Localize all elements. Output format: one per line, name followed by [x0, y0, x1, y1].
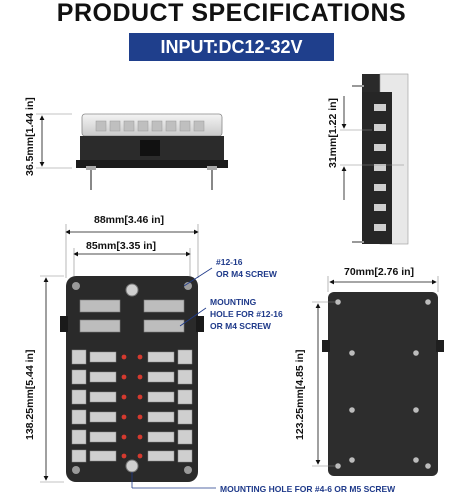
end-height-label: 31mm[1.22 in]: [327, 97, 339, 168]
overall-width-label: 88mm[3.46 in]: [94, 214, 165, 226]
bracket-width-label: 70mm[2.76 in]: [344, 266, 415, 278]
mounting-hole-note: MOUNTING HOLE FOR #12-16 OR M4 SCREW: [210, 296, 283, 332]
mounting-hole-note-line3: OR M4 SCREW: [210, 321, 271, 331]
screw-note-line2: OR M4 SCREW: [216, 269, 277, 279]
screw-note: #12-16 OR M4 SCREW: [216, 256, 277, 280]
input-voltage-banner: INPUT:DC12-32V: [129, 33, 334, 61]
mounting-hole-note-line2: HOLE FOR #12-16: [210, 309, 283, 319]
bracket-length-label: 123.25mm[4.85 in]: [294, 349, 306, 440]
bottom-mounting-hole-note: MOUNTING HOLE FOR #4-6 OR M5 SCREW: [220, 484, 396, 494]
input-voltage-label: INPUT:DC12-32V: [160, 36, 303, 57]
page-title: PRODUCT SPECIFICATIONS: [56, 0, 407, 27]
screw-note-line1: #12-16: [216, 257, 243, 267]
mounting-bracket-view: [312, 276, 444, 476]
hole-spacing-label: 85mm[3.35 in]: [86, 240, 157, 252]
top-view: [40, 224, 216, 489]
overall-length-label: 138.25mm[5.44 in]: [24, 349, 36, 440]
side-view: [36, 113, 228, 190]
side-height-label: 36.5mm[1.44 in]: [24, 97, 36, 176]
mounting-hole-note-line1: MOUNTING: [210, 297, 257, 307]
end-view: [340, 73, 409, 245]
